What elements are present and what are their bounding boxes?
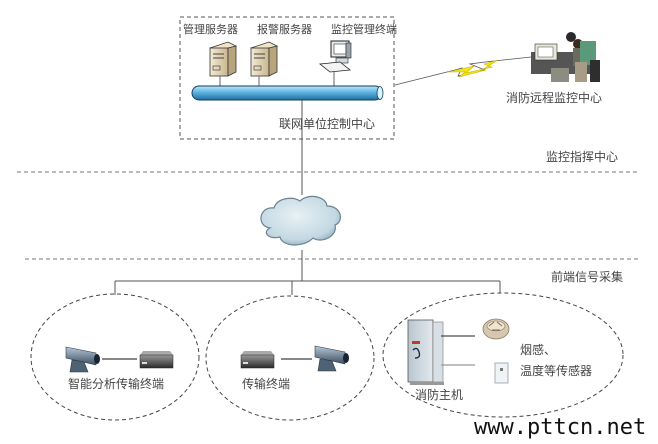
fire-control-cabinet-icon: [407, 319, 444, 385]
control-center-label: 联网单位控制中心: [279, 117, 376, 131]
temperature-sensor-icon: [494, 362, 509, 384]
remote-center-label: 消防远程监控中心: [506, 91, 603, 105]
transmission-box-icon: [240, 351, 275, 369]
network-bus-pipe: [191, 85, 384, 101]
server-icon: [208, 41, 238, 88]
sensors-label-line1: 烟感、: [520, 343, 557, 357]
operators-at-computer-icon: [531, 32, 600, 82]
group-1-label: 智能分析传输终端: [68, 377, 165, 391]
group-2-label: 传输终端: [242, 377, 291, 391]
watermark: www.pttcn.net: [474, 415, 647, 440]
cloud-icon: [260, 195, 341, 246]
smoke-detector-icon: [482, 318, 510, 340]
control-center-box: [179, 16, 395, 140]
management-server-label: 管理服务器: [183, 23, 238, 36]
layer-label-front-end: 前端信号采集: [551, 270, 624, 284]
workstation-icon: [318, 40, 352, 88]
lightning-bolt-icon: [447, 59, 499, 78]
alarm-server-label: 报警服务器: [257, 23, 312, 36]
front-end-group-1-outline: [30, 293, 200, 421]
group-3-label: 消防主机: [415, 388, 464, 402]
monitoring-terminal-label: 监控管理终端: [331, 23, 397, 36]
sensors-label-line2: 温度等传感器: [520, 364, 593, 378]
front-end-group-2-outline: [205, 295, 375, 421]
wireless-link: [394, 56, 532, 86]
camera-icon: [65, 346, 100, 373]
transmission-box-icon: [139, 351, 174, 369]
server-icon: [249, 41, 279, 88]
front-end-group-3-outline: [382, 292, 624, 418]
camera-icon: [314, 345, 349, 372]
layer-label-command-center: 监控指挥中心: [546, 150, 619, 164]
